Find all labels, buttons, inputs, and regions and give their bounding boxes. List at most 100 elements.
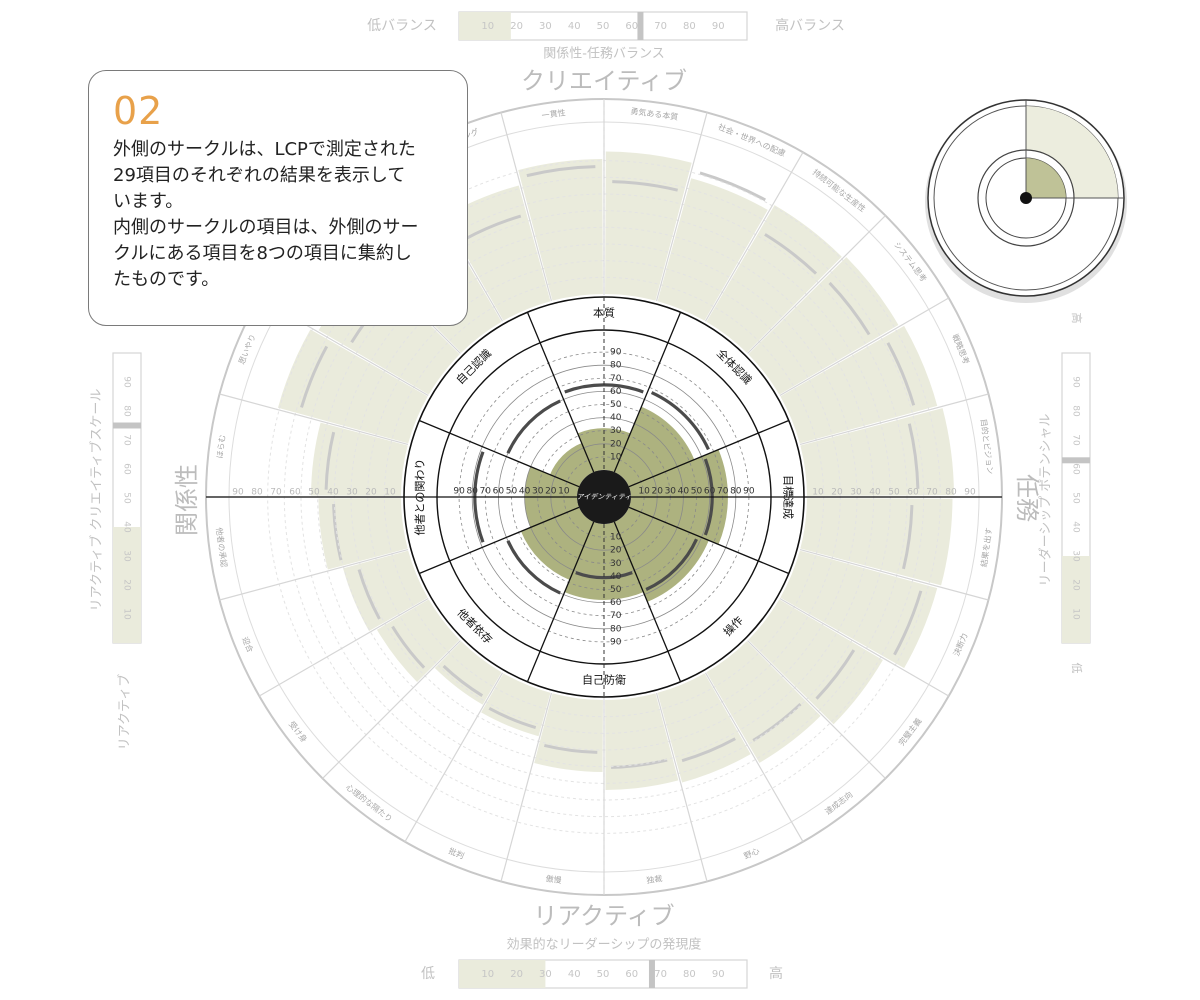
outer-bar-11 [706,641,821,763]
inner-marker-5 [575,571,633,580]
bottom-scale-left-label: 低 [421,966,435,982]
outer-divider-4 [704,152,804,322]
inner-tick-up: 70 [610,374,622,384]
inner-tick-right: 20 [651,487,663,497]
outer-marker-15 [488,707,537,730]
inner-tick-down: 70 [610,611,622,621]
inner-divider-7 [418,506,580,575]
left-scale-tick: 20 [122,579,132,591]
inner-divider-2 [613,311,682,473]
inner-bar-1 [577,428,631,473]
outer-bar-24 [443,185,551,321]
left-scale-tick: 40 [122,521,132,533]
inner-tick-down: 10 [610,533,622,543]
inner-tick-left: 90 [453,487,465,497]
outer-tick-right: 50 [888,488,900,498]
inner-divider-1 [526,311,595,473]
inner-tick-down: 50 [610,585,622,595]
outer-marker-18 [357,569,381,620]
outer-bar-15 [481,673,551,737]
right-scale-tick: 50 [1071,492,1081,504]
outer-divider-17 [322,640,461,779]
outer-bar-9 [780,550,938,669]
inner-category-label: 自己防衛 [582,673,626,687]
inner-tick-left: 40 [519,487,531,497]
right-scale-tick: 90 [1071,376,1081,388]
right-scale-fill [1062,556,1090,643]
outer-marker-14 [544,743,598,754]
left-scale-tick: 10 [122,608,132,620]
inner-bar-2 [614,406,695,487]
outer-tick-left: 90 [232,488,244,498]
bottom-scale-tick: 20 [510,969,523,980]
outer-marker-21 [300,345,329,408]
center-logo-text: アイデンティティ [577,493,632,501]
outer-bar-18 [343,550,428,632]
inner-divider-5 [613,521,682,683]
right-scale-tick: 40 [1071,521,1081,533]
right-scale-tick: 80 [1071,405,1081,417]
outer-divider-6 [779,297,949,397]
outer-tick-left: 30 [346,488,358,498]
axis-title-bottom: リアクティブ [533,902,674,930]
inner-tick-up: 90 [610,348,622,358]
outer-bar-12 [657,673,751,783]
top-scale-tick: 60 [625,21,638,32]
top-scale-marker [637,12,644,40]
outer-tick-left: 50 [308,488,320,498]
inner-tick-up: 80 [610,361,622,371]
inner-tick-left: 60 [493,487,505,497]
outer-tick-right: 40 [869,488,881,498]
inner-tick-right: 50 [691,487,703,497]
outer-divider-15 [500,692,553,882]
right-scale-caption: リーダーシップ ポテンシャル [1039,414,1054,587]
left-scale-fill [113,527,141,643]
top-scale-tick: 50 [597,21,610,32]
inner-tick-right: 10 [638,487,650,497]
outer-marker-3 [699,171,766,202]
inner-tick-left: 10 [558,487,570,497]
outer-divider-10 [779,597,949,697]
callout-line-6: たものです。 [113,269,220,290]
outer-bar-8 [800,498,953,586]
outer-marker-20 [324,431,336,490]
outer-marker-16 [442,664,484,697]
outer-tick-left: 60 [289,488,301,498]
inner-divider-4 [628,506,790,575]
top-scale-fill [459,12,511,40]
right-scale-top-label: 高 [1070,313,1084,324]
outer-tick-left: 70 [270,488,282,498]
callout-number: 02 [113,89,164,133]
inner-marker-6 [506,540,561,595]
bottom-scale-tick: 60 [625,969,638,980]
inner-tick-up: 30 [610,426,622,436]
inner-bar-8 [550,443,594,487]
bottom-scale-tick: 10 [481,969,494,980]
axis-title-top: クリエイティブ [521,67,687,95]
left-scale-caption-outer: リアクティブ [117,674,133,751]
callout-line-2: 29項目のそれぞれの結果を表示して [113,165,406,186]
outer-category-label: 独裁 [646,873,663,885]
outer-divider-9 [799,548,989,601]
inner-tick-left: 30 [532,487,544,497]
left-scale-tick: 30 [122,550,132,562]
outer-divider-12 [704,672,804,842]
bottom-scale-tick: 30 [539,969,552,980]
top-scale-tick: 30 [539,21,552,32]
outer-marker-6 [886,342,916,406]
outer-bar-16 [434,641,502,705]
outer-marker-17 [391,625,426,669]
inner-bar-6 [520,507,594,581]
outer-tick-right: 70 [926,488,938,498]
top-scale-tick: 80 [683,21,696,32]
outer-bar-4 [706,205,842,353]
outer-marker-4 [764,233,818,275]
right-scale-tick: 20 [1071,579,1081,591]
left-scale-caption: リアクティブ クリエイティブスケール [89,389,105,612]
inner-tick-down: 80 [610,624,622,634]
outer-divider-5 [747,215,886,354]
inner-tick-down: 60 [610,598,622,608]
inner-tick-right: 80 [730,487,742,497]
left-scale-tick: 80 [122,405,132,417]
outer-bar-10 [748,599,883,725]
